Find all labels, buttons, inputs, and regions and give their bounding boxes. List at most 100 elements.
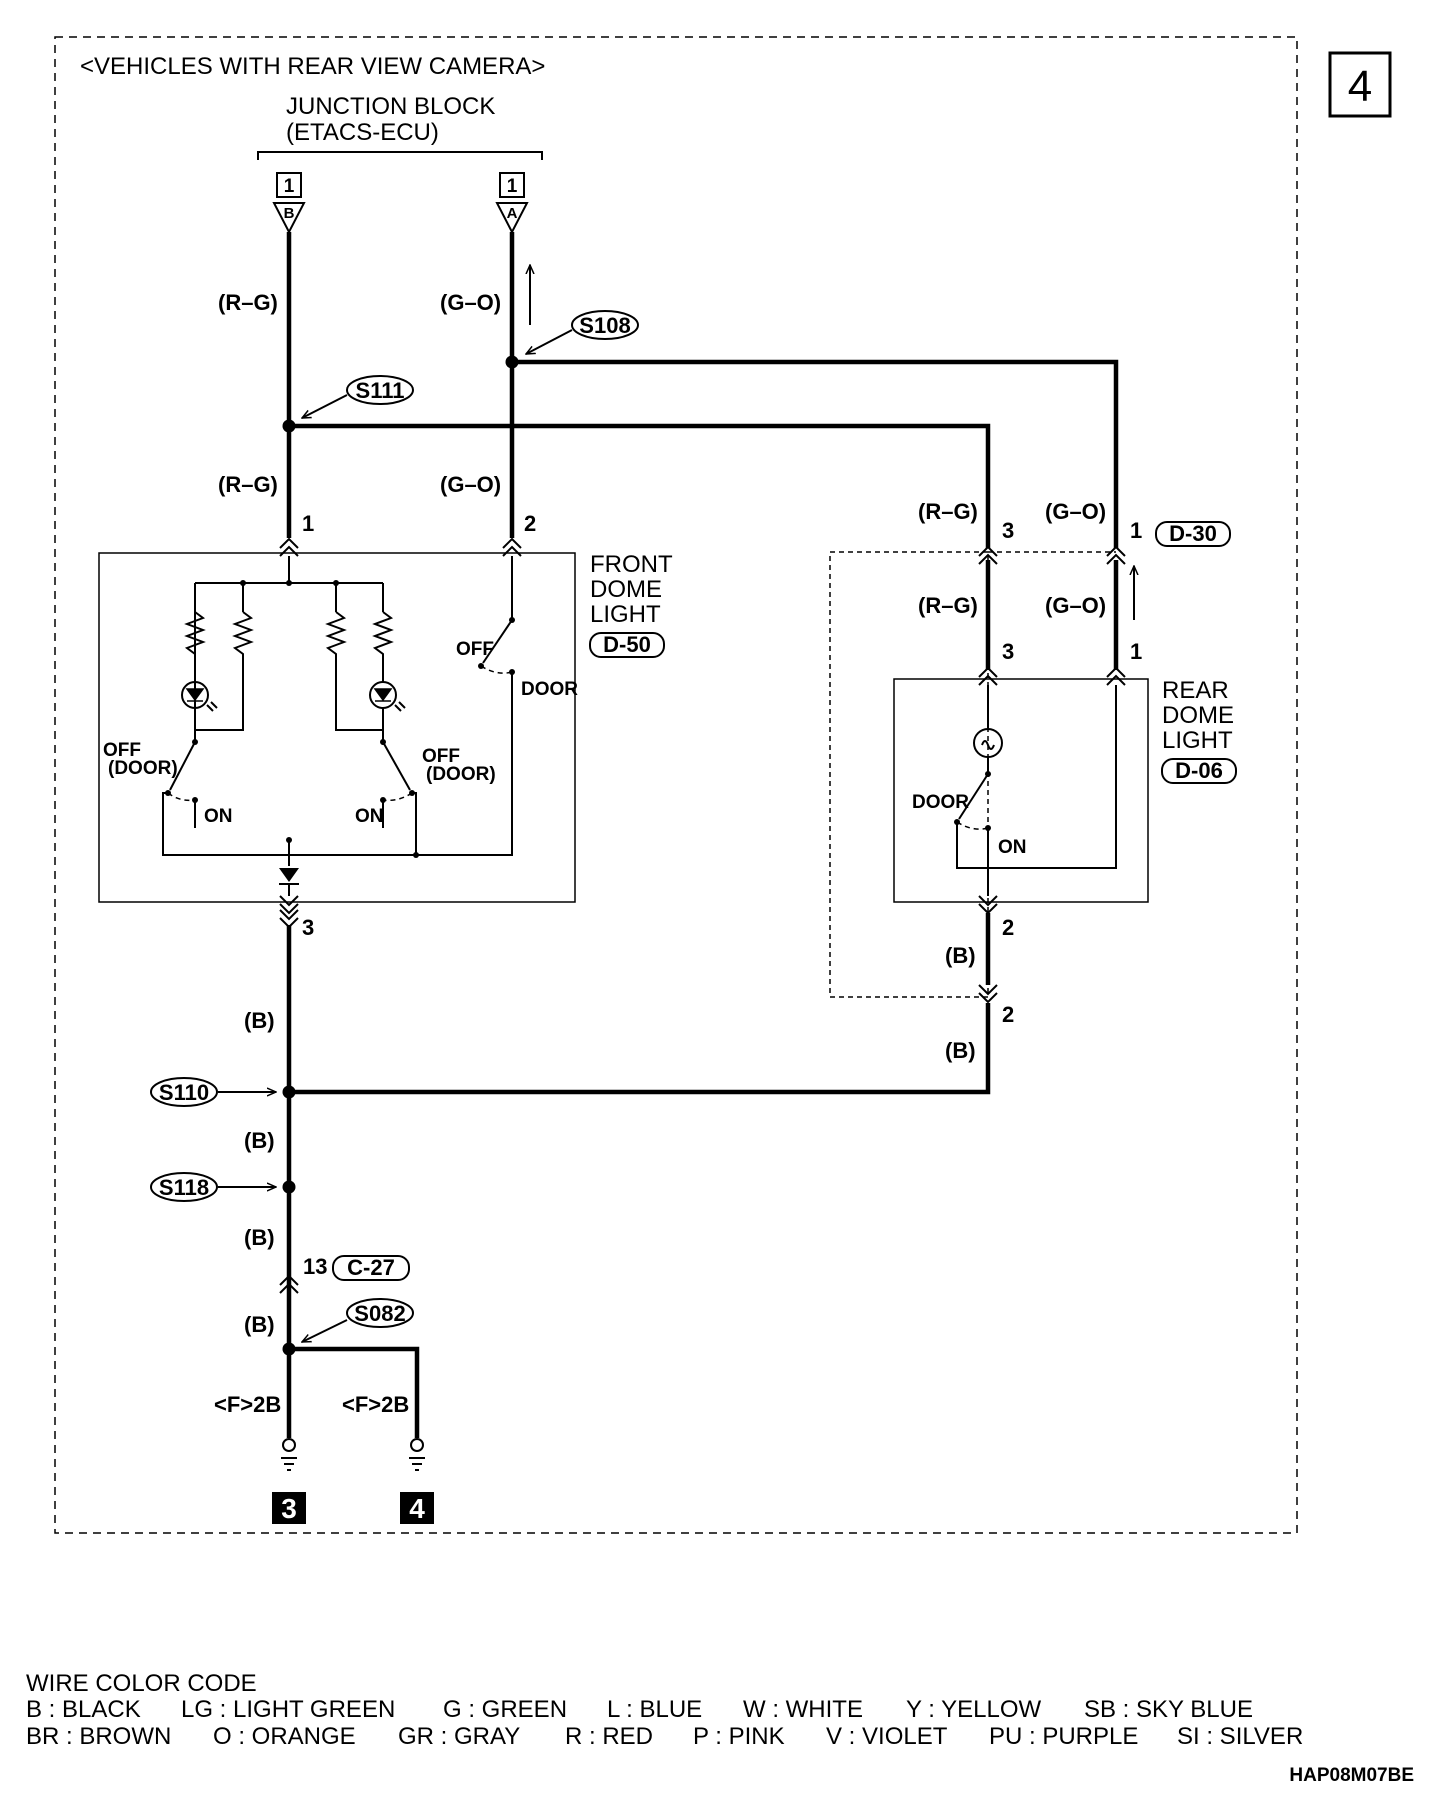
- connector-c27: 13 C-27: [279, 1254, 410, 1294]
- label-go-2: (G–O): [440, 472, 501, 497]
- color-code-gr: GR : GRAY: [398, 1723, 520, 1750]
- front-dome-light-box: [98, 552, 576, 903]
- front-dome-node-top: [286, 580, 292, 586]
- junction-block-sublabel: (ETACS-ECU): [286, 119, 439, 146]
- front-dome-off-left: OFF: [103, 740, 141, 761]
- front-dome-off-right: OFF: [422, 746, 460, 767]
- front-dome-diode-icon: [279, 868, 299, 896]
- front-dome-door-right: (DOOR): [426, 764, 496, 785]
- splice-s108-label: S108: [579, 313, 630, 338]
- ground-label-4-box: [400, 1492, 434, 1524]
- splice-s110-dot: [282, 1085, 296, 1099]
- rear-dome-door-label: DOOR: [912, 792, 969, 813]
- splice-s110-label: S110: [159, 1080, 209, 1105]
- ground-label-3: 3: [281, 1493, 297, 1524]
- wire-rg-to-rear: [289, 423, 991, 548]
- front-dome-switch-right: [380, 739, 417, 855]
- front-dome-led-right-icon: [369, 681, 406, 712]
- connector-d30-box: [829, 551, 989, 998]
- splice-s111-dot: [282, 419, 296, 433]
- label-go-1: (G–O): [440, 290, 501, 315]
- front-dome-led-left-icon: [181, 681, 218, 712]
- document-code: HAP08M07BE: [1289, 1765, 1414, 1786]
- page-number: 4: [1348, 62, 1372, 111]
- label-go-d30-top: (G–O): [1045, 499, 1106, 524]
- front-dome-node-l: [240, 580, 246, 586]
- front-dome-bus-top: [195, 556, 383, 584]
- color-code-br: BR : BROWN: [26, 1723, 171, 1750]
- rear-dome-pin1: 1: [1130, 639, 1142, 664]
- connector-d30-pin2: 2: [978, 984, 1014, 1027]
- connector-jb-b-letter: B: [284, 205, 295, 222]
- color-code-p: P : PINK: [693, 1723, 785, 1750]
- label-go-d30-mid: (G–O): [1045, 593, 1106, 618]
- front-dome-resistor-4: [372, 611, 394, 682]
- splice-s108-dot: [505, 355, 519, 369]
- wire-b-ground-4: [289, 1346, 420, 1438]
- ground-symbol-3-icon: [281, 1438, 297, 1471]
- label-b-1: (B): [244, 1008, 275, 1033]
- front-dome-node-bottom: [286, 837, 292, 843]
- color-code-si: SI : SILVER: [1177, 1723, 1303, 1750]
- front-dome-door-switch: [289, 556, 515, 856]
- connector-d30-pin2-label: 2: [1002, 1002, 1014, 1027]
- splice-s118: S118: [150, 1172, 276, 1202]
- front-dome-label-2: DOME: [590, 576, 662, 603]
- rear-dome-pin2: 2: [1002, 915, 1014, 940]
- color-code-o: O : ORANGE: [213, 1723, 356, 1750]
- front-dome-code-box: [589, 632, 665, 658]
- color-code-y: Y : YELLOW: [906, 1696, 1042, 1723]
- splice-s111: S111: [302, 375, 414, 419]
- wire-color-code-title: WIRE COLOR CODE: [26, 1670, 257, 1697]
- front-dome-pin2: 2: [524, 511, 536, 536]
- label-rg-d30-top: (R–G): [918, 499, 978, 524]
- wire-b-to-rear: [289, 1003, 991, 1095]
- front-dome-label-1: FRONT: [590, 551, 673, 578]
- front-dome-label-3: LIGHT: [590, 601, 661, 628]
- color-code-r: R : RED: [565, 1723, 653, 1750]
- splice-s111-label: S111: [356, 378, 405, 403]
- wire-color-code-row1: B : BLACK LG : LIGHT GREEN G : GREEN L :…: [26, 1696, 1253, 1723]
- label-b-rear-1: (B): [945, 943, 976, 968]
- connector-jb-a-num: 1: [507, 176, 518, 197]
- rear-dome-label-2: DOME: [1162, 702, 1234, 729]
- rear-dome-label-3: LIGHT: [1162, 727, 1233, 754]
- color-code-b: B : BLACK: [26, 1696, 141, 1723]
- label-f2b-left: <F>2B: [214, 1392, 281, 1417]
- connector-d30-code-box: [1155, 521, 1231, 547]
- rear-dome-bulb-icon: [973, 728, 1003, 758]
- connector-jb-b: 1 B: [272, 172, 306, 235]
- connector-c27-pin: 13: [303, 1254, 327, 1279]
- connector-d30-code: D-30: [1169, 521, 1217, 546]
- splice-s118-dot: [282, 1180, 296, 1194]
- splice-s110: S110: [150, 1077, 276, 1107]
- front-dome-off-door: OFF: [456, 639, 494, 660]
- page-number-box: [1328, 51, 1392, 118]
- connector-d30-pin3: 3: [978, 518, 1014, 565]
- connector-jb-a: 1 A: [495, 172, 529, 235]
- rear-dome-pin3-connector: 3: [978, 639, 1014, 686]
- front-dome-on-right: ON: [355, 806, 384, 827]
- rear-dome-code: D-06: [1175, 758, 1223, 783]
- color-code-l: L : BLUE: [607, 1696, 702, 1723]
- front-dome-on-left: ON: [204, 806, 233, 827]
- label-rg-2: (R–G): [218, 472, 278, 497]
- label-b-rear-2: (B): [945, 1038, 976, 1063]
- ground-symbol-4-icon: [409, 1438, 425, 1471]
- label-rg-1: (R–G): [218, 290, 278, 315]
- color-code-lg: LG : LIGHT GREEN: [181, 1696, 395, 1723]
- color-code-g: G : GREEN: [443, 1696, 567, 1723]
- label-b-3: (B): [244, 1225, 275, 1250]
- wire-color-code-row2: BR : BROWN O : ORANGE GR : GRAY R : RED …: [26, 1723, 1303, 1750]
- connector-jb-b-num: 1: [284, 176, 295, 197]
- connector-jb-a-letter: A: [507, 205, 518, 222]
- front-dome-code: D-50: [603, 632, 651, 657]
- front-dome-pin1-connector: 1: [279, 511, 314, 557]
- front-dome-resistor-2: [195, 611, 254, 731]
- color-code-v: V : VIOLET: [826, 1723, 948, 1750]
- label-rg-d30-mid: (R–G): [918, 593, 978, 618]
- ground-label-3-box: [272, 1492, 306, 1524]
- rear-dome-code-box: [1161, 758, 1237, 784]
- outer-frame: [54, 36, 1298, 1534]
